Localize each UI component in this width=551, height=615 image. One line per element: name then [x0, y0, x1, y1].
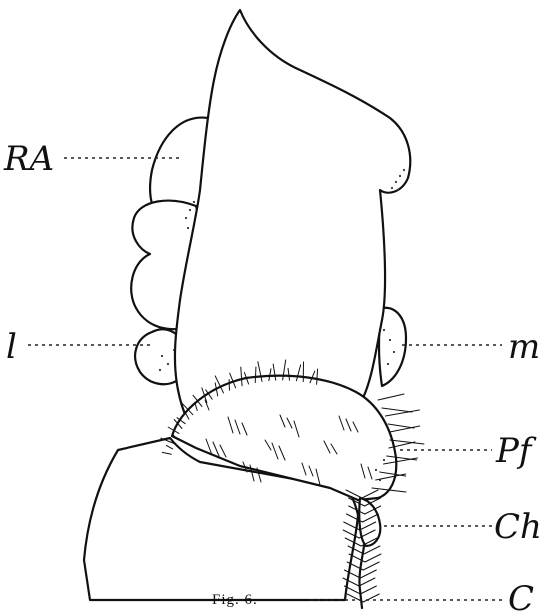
- bristle: [364, 546, 380, 554]
- bristle: [255, 367, 256, 383]
- label-ch: Ch: [494, 507, 542, 547]
- bristle: [363, 594, 379, 602]
- bristle: [378, 394, 404, 400]
- label-l: l: [6, 327, 17, 367]
- label-ra: RA: [3, 139, 54, 179]
- label-m: m: [508, 327, 540, 367]
- bristle: [363, 562, 379, 570]
- bristle: [360, 586, 376, 594]
- bristle: [382, 408, 412, 412]
- label-c: C: [508, 579, 534, 615]
- figure-caption: Fig. 6.: [212, 592, 258, 608]
- bristle: [365, 554, 381, 562]
- label-pf: Pf: [495, 431, 537, 471]
